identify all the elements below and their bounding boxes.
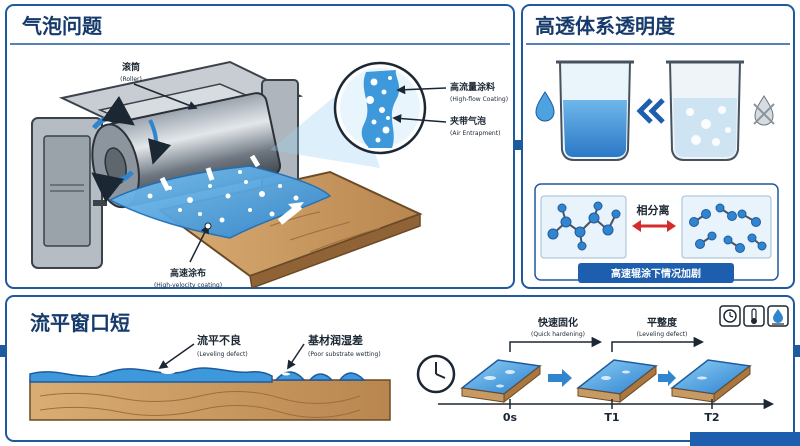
tile-t2: [670, 359, 752, 404]
rotation-arrow-top: [91, 95, 135, 130]
divider-tick: [514, 140, 522, 150]
clear-beaker: [556, 60, 634, 161]
time-t2: T2: [704, 411, 719, 424]
highspeed-pointer: [189, 224, 209, 263]
spread-arrow-head: [288, 202, 304, 212]
chevron-icon-2: [648, 98, 665, 124]
connected-molecules: [547, 201, 621, 251]
quick-label: 快速固化: [537, 316, 578, 329]
transparency-title: 高透体系透明度: [535, 14, 676, 38]
highspeed-label: 高速涂布: [170, 267, 206, 279]
step-arrow-2: [658, 370, 676, 386]
leveling-label-en: (Leveling defect): [197, 351, 248, 358]
window-title: 流平窗口短: [30, 311, 130, 335]
separation-arrowhead-left: [632, 220, 641, 232]
substrate-grain: [39, 391, 361, 418]
roller-label-en: (Roller): [120, 76, 142, 83]
leveling-pointer: [158, 343, 195, 370]
water-drop-icon: [767, 305, 789, 327]
highflow-pointer: [396, 85, 447, 95]
step-arrow-1: [548, 369, 572, 387]
air-label-en: (Air Entrapment): [450, 130, 500, 137]
coating-bead-2: [308, 373, 334, 381]
tile-t2-edge: [713, 364, 751, 404]
substrate: [29, 379, 391, 421]
magnified-bubbles: [366, 76, 392, 143]
roller-flow-arrow: [148, 119, 172, 165]
separation-arrowhead-right: [667, 220, 676, 232]
quick-bracket: [509, 336, 603, 352]
clock-small-icon: [719, 305, 741, 327]
separation-label: 相分离: [637, 203, 670, 217]
flat-label-en: (Leveling defect): [637, 331, 688, 338]
clock-hand-hour: [435, 373, 446, 379]
time-t0: 0s: [503, 411, 518, 424]
tile-t1: [576, 359, 658, 404]
right-tick: [794, 345, 800, 357]
coating-highlights: [84, 370, 290, 376]
separated-molecules: [689, 203, 767, 253]
bubbles-title: 气泡问题: [21, 14, 103, 38]
corner-bar: [690, 432, 800, 446]
air-label: 夹带气泡: [450, 115, 486, 127]
tile-t0: [460, 359, 542, 404]
molecule-panel-right: [681, 195, 772, 259]
wetting-label: 基材润湿差: [307, 333, 363, 347]
highflow-label-en: (High-flow Coating): [450, 96, 508, 103]
clear-beaker-liquid: [563, 100, 627, 157]
highflow-label: 高流量涂料: [450, 81, 495, 93]
caption-text: 高速辊涂下情况加剧: [611, 267, 701, 280]
air-pointer: [392, 114, 447, 124]
left-tick: [0, 345, 6, 357]
highspeed-label-en: (High-velocity coating): [154, 282, 222, 289]
rotation-arrow-bottom: [91, 170, 134, 203]
wetting-label-en: (Poor substrate wetting): [308, 351, 381, 358]
flat-bracket: [611, 336, 705, 352]
cross-icon: [753, 103, 775, 125]
wetting-pointer: [287, 343, 305, 370]
caption-bar: [578, 263, 734, 283]
lever-handle: [93, 200, 107, 206]
cross-section: [29, 367, 391, 421]
tile-t0-edge: [503, 364, 541, 404]
roller-label: 滚筒: [122, 61, 140, 73]
flow-arrows: [159, 154, 261, 192]
clear-drop-icon: [535, 91, 555, 122]
highspeed-bubble: [204, 222, 212, 230]
uneven-coating: [29, 367, 273, 383]
cloudy-haze: [686, 106, 731, 146]
time-t1: T1: [604, 411, 619, 424]
leveling-label: 流平不良: [197, 333, 241, 347]
wood-grain: [269, 211, 381, 253]
thermometer-icon: [743, 305, 765, 327]
chevron-icon-1: [636, 98, 653, 124]
roller-pointer: [133, 83, 198, 110]
tile-t1-edge: [619, 364, 657, 404]
wood-board-edge: [249, 212, 421, 290]
cloudy-beaker: [666, 60, 744, 161]
quick-label-en: (Quick hardening): [531, 331, 585, 338]
flat-label: 平整度: [647, 316, 678, 329]
coating-bead-3: [338, 372, 366, 381]
sheet-bubbles: [147, 170, 299, 223]
